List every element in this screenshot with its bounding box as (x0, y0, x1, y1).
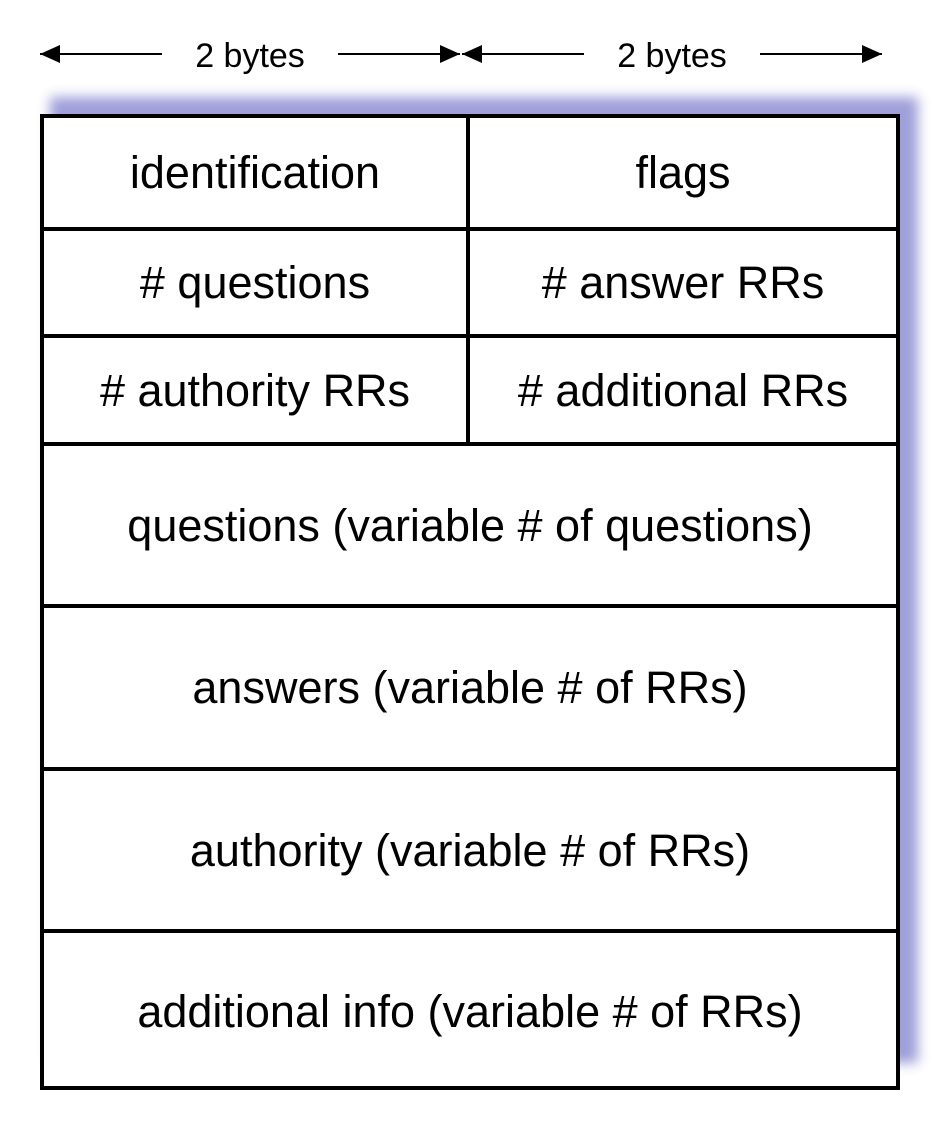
additional-info-section: additional info (variable # of RRs) (137, 986, 803, 1037)
table-row: authority (variable # of RRs) (44, 771, 896, 933)
left-2-bytes-dimension: 2 bytes (40, 28, 460, 78)
left-dimension-label: 2 bytes (195, 37, 305, 75)
right-dimension-label: 2 bytes (617, 37, 727, 75)
table-row: questions (variable # of questions) (44, 446, 896, 608)
right-2-bytes-dimension: 2 bytes (462, 28, 882, 78)
dns-message-format-table: identification flags # questions # answe… (40, 114, 900, 1090)
right-dimension-line (760, 53, 882, 55)
table-row: # questions # answer RRs (44, 231, 896, 338)
authority-section: authority (variable # of RRs) (189, 824, 751, 876)
table-row: identification flags (44, 118, 896, 231)
identification-field: identification (44, 118, 470, 227)
left-dimension-line (40, 53, 162, 55)
flags-field: flags (635, 147, 731, 198)
answer-rrs-count-field: # answer RRs (541, 257, 825, 308)
additional-rrs-count-field: # additional RRs (517, 364, 849, 416)
answers-section: answers (variable # of RRs) (192, 662, 748, 713)
right-dimension-line-left (462, 53, 584, 55)
questions-section: questions (variable # of questions) (127, 499, 813, 551)
left-dimension-line-right (338, 53, 460, 55)
table-row: # authority RRs # additional RRs (44, 338, 896, 446)
questions-count-field: # questions (44, 231, 470, 334)
right-arrowhead-icon (440, 45, 460, 63)
table-row: answers (variable # of RRs) (44, 608, 896, 771)
right-arrowhead-icon (862, 45, 882, 63)
authority-rrs-count-field: # authority RRs (44, 338, 470, 442)
table-row: additional info (variable # of RRs) (44, 933, 896, 1090)
